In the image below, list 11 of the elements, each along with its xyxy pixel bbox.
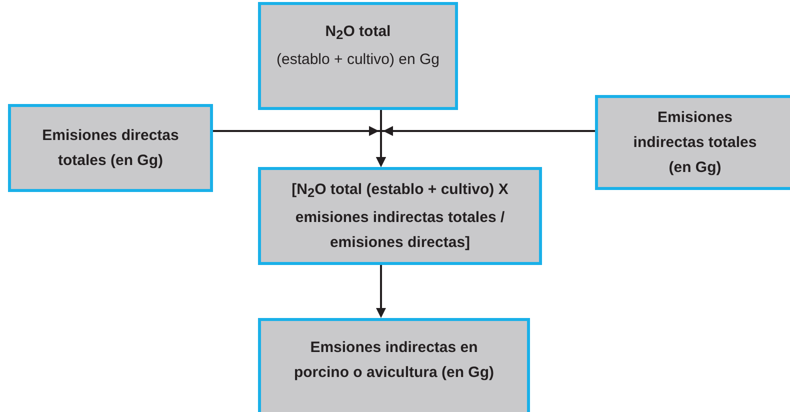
process-box (258, 2, 458, 110)
process-box (595, 95, 790, 190)
box-text: [N$_{2}$O total (establo + cultivo) X emisiones indirectas totales / emisiones directas] (290, 180, 510, 254)
box-text: Emisiones directas totales (en Gg) (41, 126, 180, 171)
box-text: N$_{2}$O total (325, 22, 391, 44)
process-box (258, 318, 530, 412)
box-text: Emsiones indirectas en porcino o avicultura (en Gg) (292, 338, 496, 383)
process-box (8, 104, 213, 192)
box-text: (establo + cultivo) en Gg (276, 50, 440, 70)
process-box (258, 167, 542, 265)
box-text: Emisiones indirectas totales (en Gg) (632, 108, 758, 178)
